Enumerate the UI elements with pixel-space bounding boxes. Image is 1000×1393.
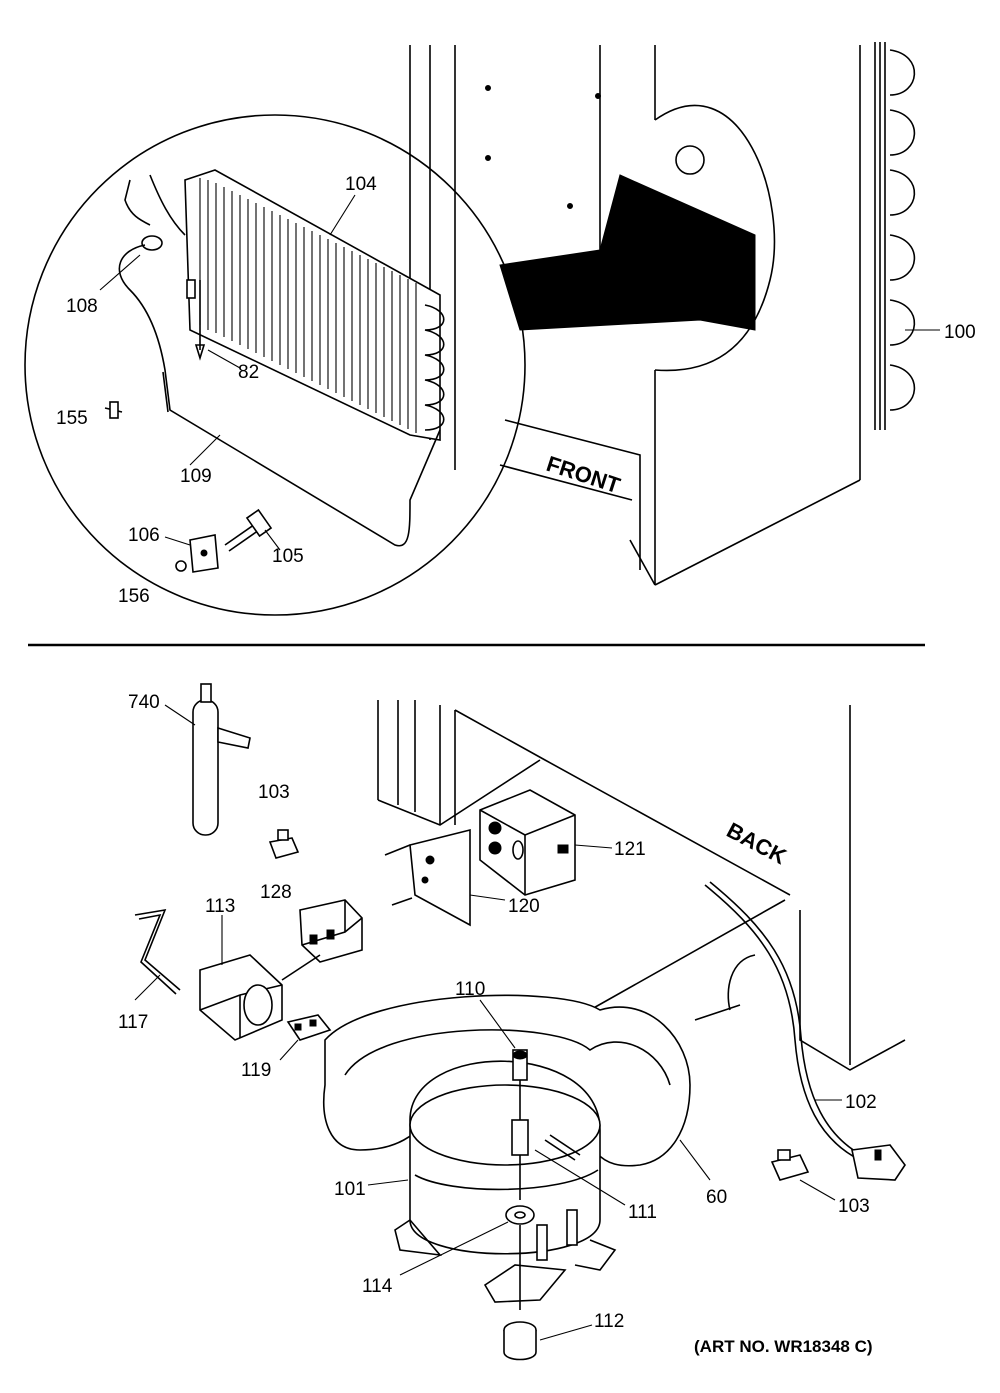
part-label-117: 117 — [118, 1012, 148, 1033]
power-cord-102 — [694, 881, 906, 1181]
washer-156 — [175, 560, 187, 572]
part-label-106: 106 — [128, 525, 160, 546]
bracket-106 — [189, 534, 219, 573]
timer-121 — [479, 789, 576, 896]
bracket-120 — [384, 828, 471, 927]
part-label-111: 111 — [628, 1202, 657, 1223]
part-label-740: 740 — [128, 692, 160, 713]
bracket-117 — [134, 908, 181, 995]
part-label-156: 156 — [118, 586, 150, 607]
evaporator-104 — [184, 169, 445, 441]
relay-113 — [199, 954, 321, 1041]
condenser-coil-100 — [874, 42, 916, 430]
part-label-101: 101 — [334, 1179, 366, 1200]
overload-128 — [299, 899, 363, 963]
part-label-112: 112 — [594, 1311, 624, 1332]
part-label-104: 104 — [345, 174, 377, 195]
part-label-103-lower: 103 — [838, 1196, 870, 1217]
drier-740 — [192, 683, 251, 836]
cabinet-upper: FRONT — [409, 45, 861, 586]
part-label-119: 119 — [241, 1060, 271, 1081]
part-label-109: 109 — [180, 466, 212, 487]
clip-155 — [104, 401, 123, 419]
part-label-110: 110 — [455, 979, 485, 1000]
screw-105 — [224, 508, 273, 552]
part-label-121: 121 — [614, 839, 646, 860]
part-label-82: 82 — [238, 362, 259, 383]
part-label-102: 102 — [845, 1092, 877, 1113]
part-label-113: 113 — [205, 896, 235, 917]
mounting-hardware — [503, 1049, 537, 1361]
terminal-119 — [286, 1014, 332, 1041]
part-label-155: 155 — [56, 408, 88, 429]
clip-103-lower — [770, 1149, 810, 1181]
part-label-114: 114 — [362, 1276, 393, 1297]
part-label-120: 120 — [508, 896, 540, 917]
part-label-105: 105 — [272, 546, 304, 567]
part-label-103-upper: 103 — [258, 782, 290, 803]
detail-circle — [24, 114, 526, 616]
part-label-100: 100 — [944, 322, 976, 343]
art-number: (ART NO. WR18348 C) — [694, 1337, 873, 1356]
compressor-101 — [394, 1060, 617, 1303]
part-label-60: 60 — [706, 1187, 727, 1208]
front-label: FRONT — [543, 451, 623, 498]
part-label-128: 128 — [260, 882, 292, 903]
clip-103-upper — [268, 829, 300, 859]
defrost-heater-wiring — [118, 174, 441, 547]
back-label: BACK — [723, 817, 791, 869]
part-label-108: 108 — [66, 296, 98, 317]
